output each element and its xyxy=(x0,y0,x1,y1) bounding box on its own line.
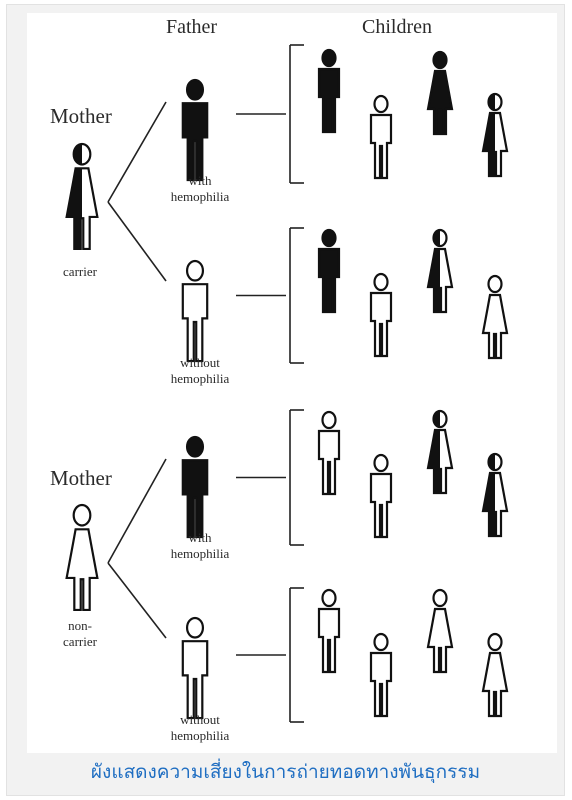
figure-frame xyxy=(6,4,565,796)
child-figure-1-2 xyxy=(369,94,393,180)
child-figure-2-2 xyxy=(369,272,393,358)
diagram-panel xyxy=(27,13,557,753)
child-figure-4-3 xyxy=(426,588,454,674)
child-figure-4-4 xyxy=(481,632,509,718)
father-figure-1-2 xyxy=(181,259,209,363)
mother-status-2: non- carrier xyxy=(63,618,97,649)
child-figure-3-2 xyxy=(369,453,393,539)
mother-status-1: carrier xyxy=(63,264,97,279)
child-figure-2-1 xyxy=(317,228,341,314)
father-header: Father xyxy=(166,16,218,38)
child-figure-3-4 xyxy=(481,452,509,538)
mother-label-1: Mother xyxy=(50,104,112,128)
child-figure-4-1 xyxy=(317,588,341,674)
child-figure-2-4 xyxy=(481,274,509,360)
mother-father-link xyxy=(107,562,167,639)
father-label-2b: without hemophilia xyxy=(170,712,230,743)
child-figure-4-2 xyxy=(369,632,393,718)
father-label-1b: without hemophilia xyxy=(170,355,230,386)
child-figure-1-3 xyxy=(426,50,454,136)
father-label-2a: with hemophilia xyxy=(170,530,230,561)
children-header: Children xyxy=(362,16,432,38)
father-figure-2-1 xyxy=(181,435,209,539)
father-figure-2-2 xyxy=(181,616,209,720)
father-figure-1-1 xyxy=(181,78,209,182)
child-figure-1-1 xyxy=(317,48,341,134)
child-figure-1-4 xyxy=(481,92,509,178)
father-label-1a: with hemophilia xyxy=(170,173,230,204)
mother-father-link xyxy=(107,201,167,282)
mother-father-link xyxy=(107,101,167,203)
caption: ผังแสดงความเสี่ยงในการถ่ายทอดทางพันธุกรร… xyxy=(90,761,481,783)
child-figure-3-3 xyxy=(426,409,454,495)
mother-father-link xyxy=(107,458,167,564)
mother-label-2: Mother xyxy=(50,466,112,490)
mother-figure-2 xyxy=(65,503,99,612)
child-figure-2-3 xyxy=(426,228,454,314)
mother-figure-1 xyxy=(65,142,99,251)
child-figure-3-1 xyxy=(317,410,341,496)
